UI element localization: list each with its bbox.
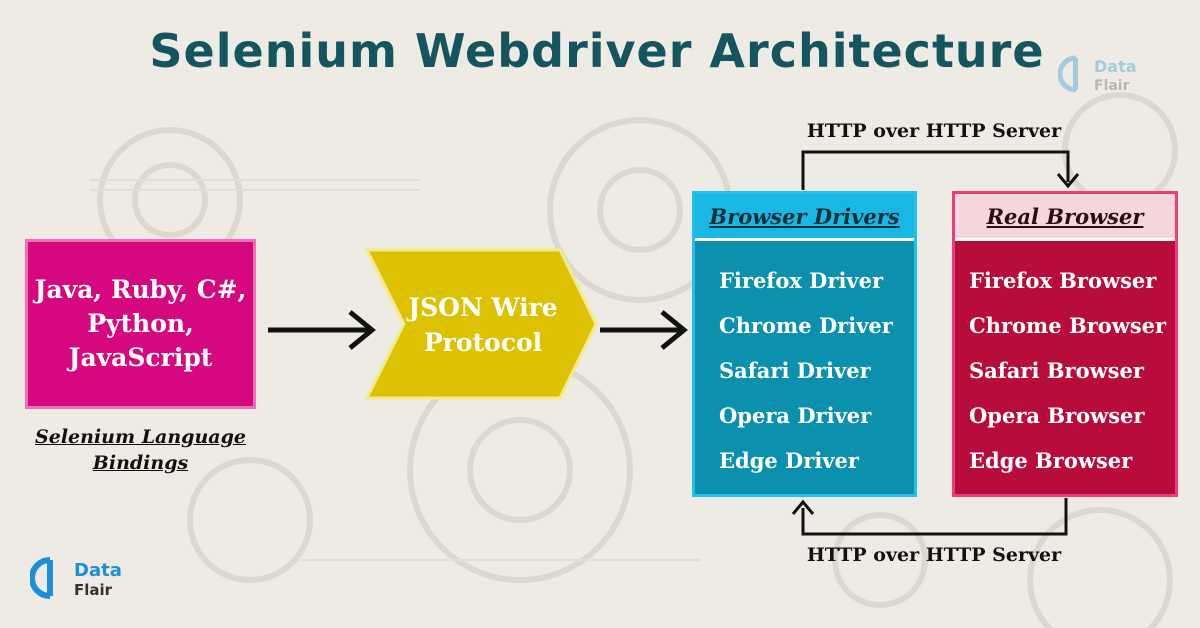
list-item: Safari Driver (719, 358, 871, 383)
list-item: Edge Browser (969, 448, 1133, 473)
connector-top-drivers-to-browser (801, 150, 1080, 190)
logo-line1: Data (1094, 57, 1137, 76)
data-flair-logo: Data Flair (29, 554, 140, 606)
browser-drivers-box: Browser Drivers Firefox Driver Chrome Dr… (692, 191, 917, 497)
page-title: Selenium Webdriver Architecture (149, 24, 1045, 78)
http-bottom-label: HTTP over HTTP Server (806, 544, 1062, 566)
list-item: Firefox Driver (719, 268, 884, 293)
list-item: Edge Driver (719, 448, 859, 473)
arrow-json-to-drivers (600, 310, 688, 350)
json-wire-protocol-shape (364, 248, 598, 400)
real-browser-header: Real Browser (955, 194, 1175, 241)
list-item: Chrome Driver (719, 313, 893, 338)
browser-drivers-list: Firefox Driver Chrome Driver Safari Driv… (695, 241, 914, 483)
language-bindings-box: Java, Ruby, C#, Python, JavaScript (25, 239, 256, 409)
language-line: Python, (87, 309, 194, 338)
list-item: Opera Browser (969, 403, 1145, 428)
logo-line2: Flair (74, 581, 113, 599)
list-item: Safari Browser (969, 358, 1144, 383)
language-line: JavaScript (68, 343, 213, 372)
list-item: Opera Driver (719, 403, 872, 428)
data-flair-logo-faint: Data Flair (1057, 52, 1168, 100)
browser-drivers-header: Browser Drivers (695, 194, 914, 241)
list-item: Chrome Browser (969, 313, 1167, 338)
language-line: Java, Ruby, C#, (34, 275, 247, 304)
list-item: Firefox Browser (969, 268, 1157, 293)
real-browser-box: Real Browser Firefox Browser Chrome Brow… (952, 191, 1178, 497)
logo-line1: Data (74, 560, 122, 581)
http-top-label: HTTP over HTTP Server (806, 120, 1062, 142)
arrow-language-to-json (268, 310, 376, 350)
connector-bottom-browser-to-drivers (791, 498, 1068, 536)
language-bindings-caption: Selenium Language Bindings (35, 426, 246, 474)
logo-line2: Flair (1094, 78, 1130, 94)
json-wire-protocol-label: JSON Wire Protocol (408, 293, 558, 357)
real-browser-list: Firefox Browser Chrome Browser Safari Br… (955, 241, 1175, 483)
